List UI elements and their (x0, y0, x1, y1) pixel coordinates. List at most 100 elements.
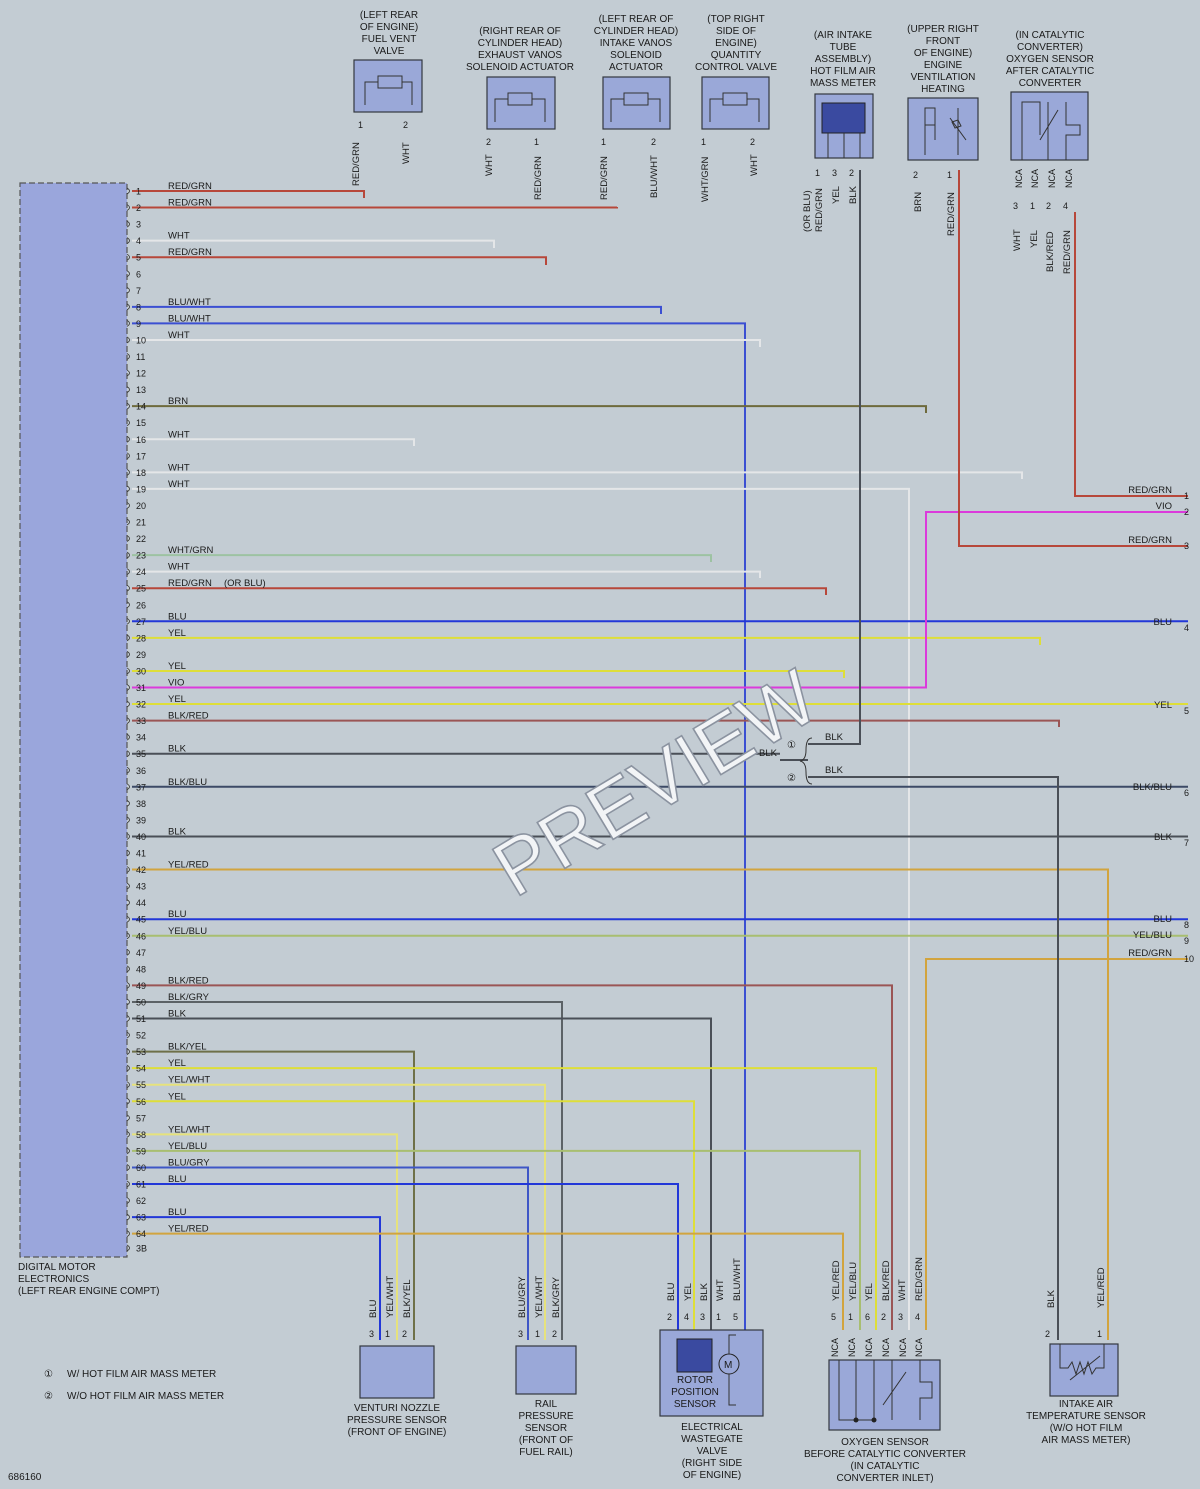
wire-yel-red (925, 958, 1188, 1330)
ecu-pin-number: 53 (136, 1047, 146, 1057)
o2-before-wire-2: BLK/RED (881, 1260, 892, 1301)
ecu-wire-label: YEL (168, 628, 186, 639)
ecu-pin-number: 5 (136, 253, 141, 263)
ecu-pin-number: 48 (136, 964, 146, 974)
ecu-pin-terminal (126, 518, 130, 526)
ecu-pin-terminal (126, 369, 130, 377)
ecu-wire-label: YEL/RED (168, 1224, 209, 1235)
ecu-pin-terminal (126, 1097, 130, 1105)
ecu-pin-terminal (126, 932, 130, 940)
splice-branch-1-label: BLK (825, 732, 844, 743)
ecu-pin-number: 3 (136, 220, 141, 230)
fuel-vent-valve-label-3: FUEL VENT (362, 34, 417, 45)
ecu-wire-label: BLK/RED (168, 711, 209, 722)
ecu-pin-number: 56 (136, 1097, 146, 1107)
wire-yel-wht (132, 1083, 546, 1340)
wire-wht-grn (132, 554, 712, 562)
fuel-vent-valve-wire-1: RED/GRN (351, 142, 362, 186)
hfm-wire-2: BLK (848, 185, 859, 204)
venturi-pin-1: 1 (385, 1329, 390, 1339)
wire-blk (132, 1017, 712, 1330)
o2-before-nca-3: NCA (864, 1338, 874, 1357)
wastegate-pin-2: 2 (667, 1312, 672, 1322)
splice-brace (799, 737, 813, 785)
venturi-wire-1: YEL/WHT (385, 1276, 396, 1318)
wastegate-wire-2: BLU (666, 1282, 677, 1301)
o2-after-nca-4: NCA (1064, 169, 1074, 188)
ecu-pin-number: 60 (136, 1163, 146, 1173)
wire-brn (132, 405, 927, 413)
ecu-wire-label: BLK (168, 1009, 187, 1020)
o2-before-wire-4: RED/GRN (914, 1257, 925, 1301)
wire-wht (132, 471, 1023, 479)
exhaust-vanos-label-2: CYLINDER HEAD) (478, 38, 562, 49)
ecu-pin-number: 36 (136, 766, 146, 776)
hfm-wire-3: YEL (831, 186, 842, 204)
ecu-pin-terminal (126, 535, 130, 542)
ecu-pin-terminal (126, 667, 130, 675)
hfm-pin-2: 2 (849, 168, 854, 178)
ecu-pin-terminal (126, 982, 130, 989)
wire-blu (132, 1183, 679, 1330)
ecu-pin-terminal (126, 634, 130, 642)
ecu-pin-terminal (126, 386, 130, 393)
rail-wire-2: BLK/GRY (551, 1276, 562, 1318)
legend-mark-1: ① (44, 1369, 53, 1380)
ecu-pin-terminal (126, 303, 130, 311)
ecu-pin-terminal (126, 915, 130, 923)
ecu-pin-number: 33 (136, 716, 146, 726)
wire-red-grn (132, 587, 827, 595)
ecu-pin-number: 43 (136, 882, 146, 892)
o2-before-pin-2: 2 (881, 1312, 886, 1322)
exhaust-vanos-pin-1: 1 (534, 137, 539, 147)
ecu-pin-number: 58 (136, 1130, 146, 1140)
ecu-pin-number: 6 (136, 269, 141, 279)
hfm-pin-1: 1 (815, 168, 820, 178)
evh-body (907, 97, 979, 161)
wastegate-pin-4: 4 (684, 1312, 689, 1322)
ecu-pin-labels: 1234567891011121314151617181920212223242… (126, 187, 147, 1254)
o2-before-pin-1: 1 (848, 1312, 853, 1322)
oxygen-sensor-before-converter: NCA NCA NCA NCA NCA NCA 5 1 6 2 3 4 YEL/… (804, 1257, 966, 1484)
iat-label-4: AIR MASS METER) (1042, 1435, 1131, 1446)
ecu-pin-terminal (126, 286, 130, 294)
off-page-wire-label: BLU (1154, 617, 1173, 628)
ecu-pin-number: 25 (136, 584, 146, 594)
evh-wire-1: RED/GRN (946, 192, 957, 236)
wastegate-pin-5: 5 (733, 1312, 738, 1322)
wire-red-grn (132, 190, 365, 198)
ecu-pin-number: 27 (136, 617, 146, 627)
wire-red-grn (1074, 212, 1188, 497)
hfm-label-5: MASS METER (810, 78, 876, 89)
ecu-pin-terminal (126, 766, 130, 774)
ecu-wire-label: BLK/BLU (168, 777, 207, 788)
rail-wire-1: YEL/WHT (534, 1276, 545, 1318)
ecu-wire-label: YEL/WHT (168, 1075, 210, 1086)
ecu-pin-number: 19 (136, 484, 146, 494)
o2-after-nca-1: NCA (1014, 169, 1024, 188)
ecu-pin-terminal (126, 270, 130, 278)
ecu-wire-label: BLK (168, 827, 187, 838)
wire-wht (132, 239, 495, 248)
hot-film-air-mass-meter: (AIR INTAKE TUBE ASSEMBLY) HOT FILM AIR … (802, 30, 876, 232)
wastegate-label-5: OF ENGINE) (683, 1470, 741, 1481)
o2-before-label-3: (IN CATALYTIC (851, 1461, 920, 1472)
solenoid-coil-icon (610, 92, 661, 122)
ecu-label-line-2: ELECTRONICS (18, 1274, 89, 1285)
ecu-wire-label: YEL/RED (168, 860, 209, 871)
o2-after-wire-2: BLK/RED (1045, 231, 1056, 272)
o2-after-pin-2: 2 (1046, 201, 1051, 211)
wastegate-wire-5: BLU/WHT (732, 1258, 743, 1301)
intake-vanos-pin-2: 2 (651, 137, 656, 147)
iat-body (1049, 1343, 1119, 1397)
ecu-pin-terminal (126, 435, 130, 443)
splice-mark-1: ① (787, 740, 796, 751)
ecu-wire-label: WHT (168, 231, 190, 242)
ecu-pin-number: 54 (136, 1064, 146, 1074)
qcv-wire-1: WHT/GRN (700, 156, 711, 202)
solenoid-coil-icon (709, 92, 760, 122)
o2-after-wire-4: RED/GRN (1062, 230, 1073, 274)
ecu-pin-number: 9 (136, 319, 141, 329)
qcv-label-3: ENGINE) (715, 38, 757, 49)
